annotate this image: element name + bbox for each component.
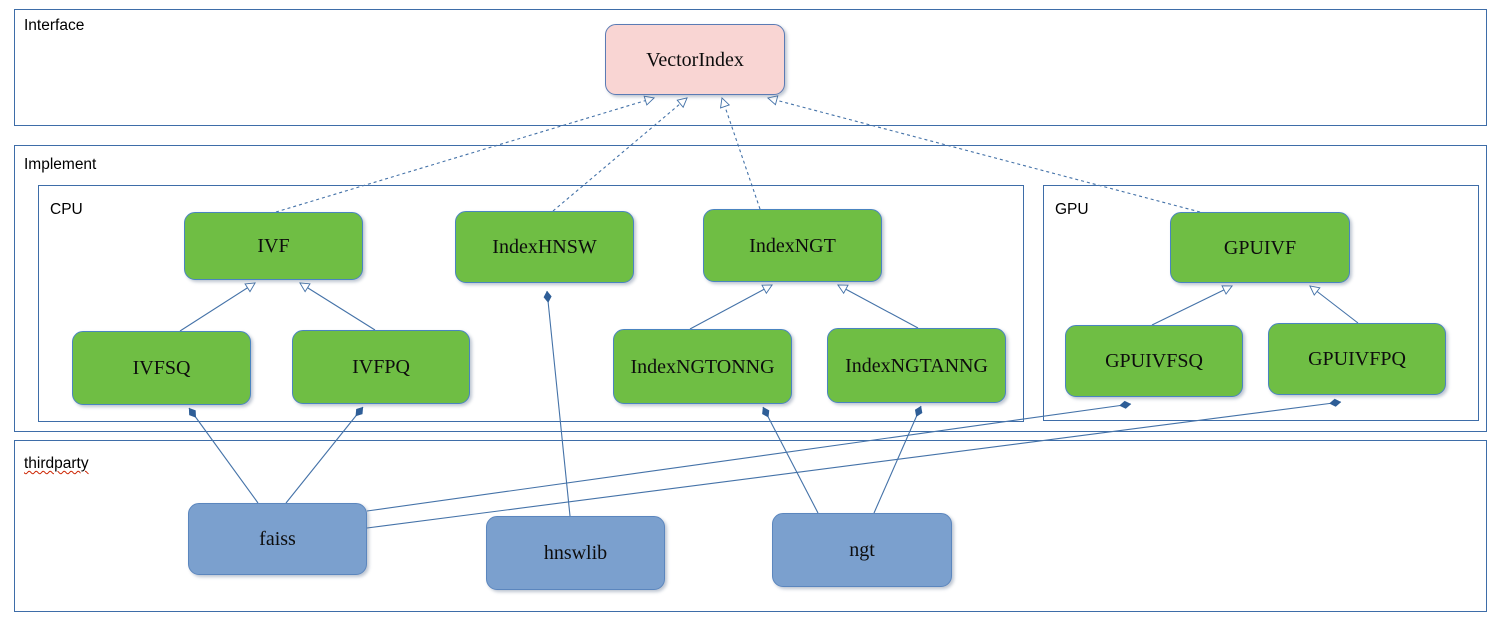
node-ivfsq[interactable]: IVFSQ (72, 331, 251, 405)
node-label-ivfpq: IVFPQ (352, 356, 410, 378)
node-label-hnswlib: hnswlib (543, 542, 608, 564)
node-ngt[interactable]: ngt (772, 513, 952, 587)
node-label-gpuivfpq: GPUIVFPQ (1308, 348, 1406, 370)
node-gpuivfpq[interactable]: GPUIVFPQ (1268, 323, 1446, 395)
group-label-thirdparty: thirdparty (24, 455, 89, 472)
node-label-gpuivf: GPUIVF (1223, 236, 1297, 259)
node-label-gpuivfsq: GPUIVFSQ (1105, 350, 1203, 372)
node-hnswlib[interactable]: hnswlib (486, 516, 665, 590)
node-label-indexngt: IndexNGT (749, 234, 836, 257)
node-label-indexngtanng: IndexNGTANNG (845, 354, 988, 377)
node-label-vectorindex: VectorIndex (646, 48, 744, 71)
node-indexngtanng[interactable]: IndexNGTANNG (827, 328, 1006, 403)
node-indexngt[interactable]: IndexNGT (703, 209, 882, 282)
node-label-ivf: IVF (257, 235, 290, 257)
node-label-ivfsq: IVFSQ (132, 357, 191, 379)
node-label-indexhnsw: IndexHNSW (492, 236, 597, 258)
node-label-ngt: ngt (849, 539, 875, 561)
group-label-implement: Implement (24, 156, 97, 173)
node-faiss[interactable]: faiss (188, 503, 367, 575)
node-indexhnsw[interactable]: IndexHNSW (455, 211, 634, 283)
node-vectorindex[interactable]: VectorIndex (605, 24, 785, 95)
node-indexngtonng[interactable]: IndexNGTONNG (613, 329, 792, 404)
group-label-interface: Interface (24, 17, 85, 34)
node-gpuivf[interactable]: GPUIVF (1170, 212, 1350, 283)
node-ivf[interactable]: IVF (184, 212, 363, 280)
node-ivfpq[interactable]: IVFPQ (292, 330, 470, 404)
group-label-gpu: GPU (1055, 201, 1089, 218)
node-label-faiss: faiss (259, 528, 296, 550)
node-gpuivfsq[interactable]: GPUIVFSQ (1065, 325, 1243, 397)
group-label-cpu: CPU (50, 201, 83, 218)
node-label-indexngtonng: IndexNGTONNG (630, 355, 775, 378)
